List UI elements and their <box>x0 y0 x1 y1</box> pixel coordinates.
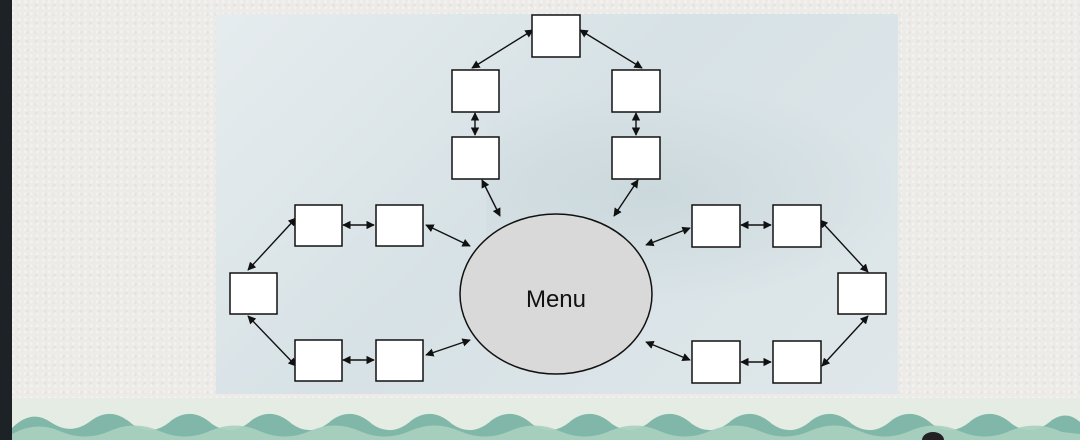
screen-node-top-right-2 <box>611 136 661 180</box>
connector <box>471 29 534 69</box>
screen-node-top <box>531 14 581 58</box>
wave-border <box>12 398 1080 440</box>
menu-label: Menu <box>525 286 587 313</box>
screen-node-top-right-1 <box>611 69 661 113</box>
connector <box>821 315 869 367</box>
connector <box>425 224 471 247</box>
screen-node-right-bottom-inner <box>691 340 741 384</box>
screen-node-left-top-outer <box>294 204 343 247</box>
screen-node-right-middle <box>837 272 887 315</box>
connector <box>481 179 501 217</box>
screen-node-right-bottom-outer <box>772 340 822 384</box>
screen-node-left-middle <box>229 272 278 315</box>
connector <box>613 179 639 217</box>
connector <box>425 338 471 357</box>
screen-node-left-top-inner <box>375 204 424 247</box>
screen-node-right-top-inner <box>691 204 741 248</box>
pointer-icon <box>922 432 944 440</box>
menu-node <box>459 213 653 375</box>
screen-node-top-left-1 <box>451 69 500 113</box>
screen-node-right-top-outer <box>772 204 822 248</box>
screen-node-top-left-2 <box>451 136 500 180</box>
connector <box>247 315 297 367</box>
screen-node-left-bottom-outer <box>294 339 343 382</box>
connector <box>579 29 643 69</box>
connector <box>819 219 869 273</box>
connector <box>247 217 297 271</box>
window-left-edge <box>0 0 12 440</box>
screen-node-left-bottom-inner <box>375 339 424 382</box>
connector <box>645 340 691 362</box>
connector <box>645 226 691 247</box>
